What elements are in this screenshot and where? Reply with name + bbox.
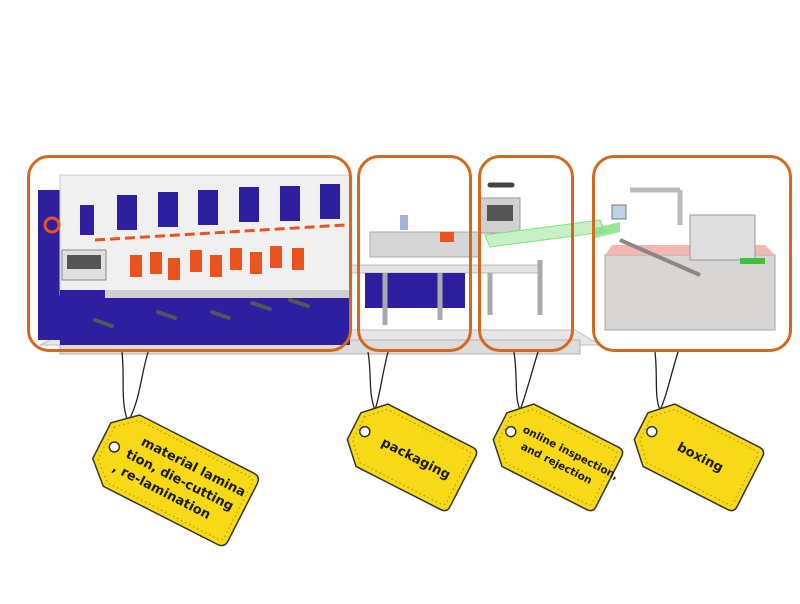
tag-strings: [121, 351, 679, 423]
lower-rollers: [93, 298, 310, 328]
tag-hole-icon: [505, 425, 517, 438]
tag-hole-icon: [646, 425, 658, 438]
stage-frame-inspection: [478, 155, 574, 352]
brand-logo-icon: [43, 216, 61, 234]
die-cut-stations: [130, 246, 304, 280]
lower-cabinet: [60, 290, 350, 345]
control-screen: [67, 255, 101, 269]
tag-lamination: material lamina tion, die-cutting , re-l…: [91, 414, 260, 547]
tag-boxing: boxing: [633, 403, 765, 512]
packaging-machine: [349, 215, 543, 325]
tag-inspection: online inspection, and rejection: [492, 403, 624, 512]
upper-roller-units: [80, 184, 340, 235]
lamination-machine: [38, 174, 351, 345]
left-pillar: [38, 190, 60, 340]
orange-rail: [94, 223, 346, 242]
tag-hole-icon: [359, 425, 371, 438]
inspection-unit: [479, 182, 606, 248]
tag-packaging: packaging: [346, 403, 478, 512]
stage-frame-lamination: [27, 155, 352, 352]
tag-hole-icon: [108, 441, 121, 453]
boxing-machine: [595, 187, 776, 331]
stage-frame-packaging: [357, 155, 472, 352]
work-table: [105, 290, 350, 298]
stage-frame-boxing: [592, 155, 792, 352]
